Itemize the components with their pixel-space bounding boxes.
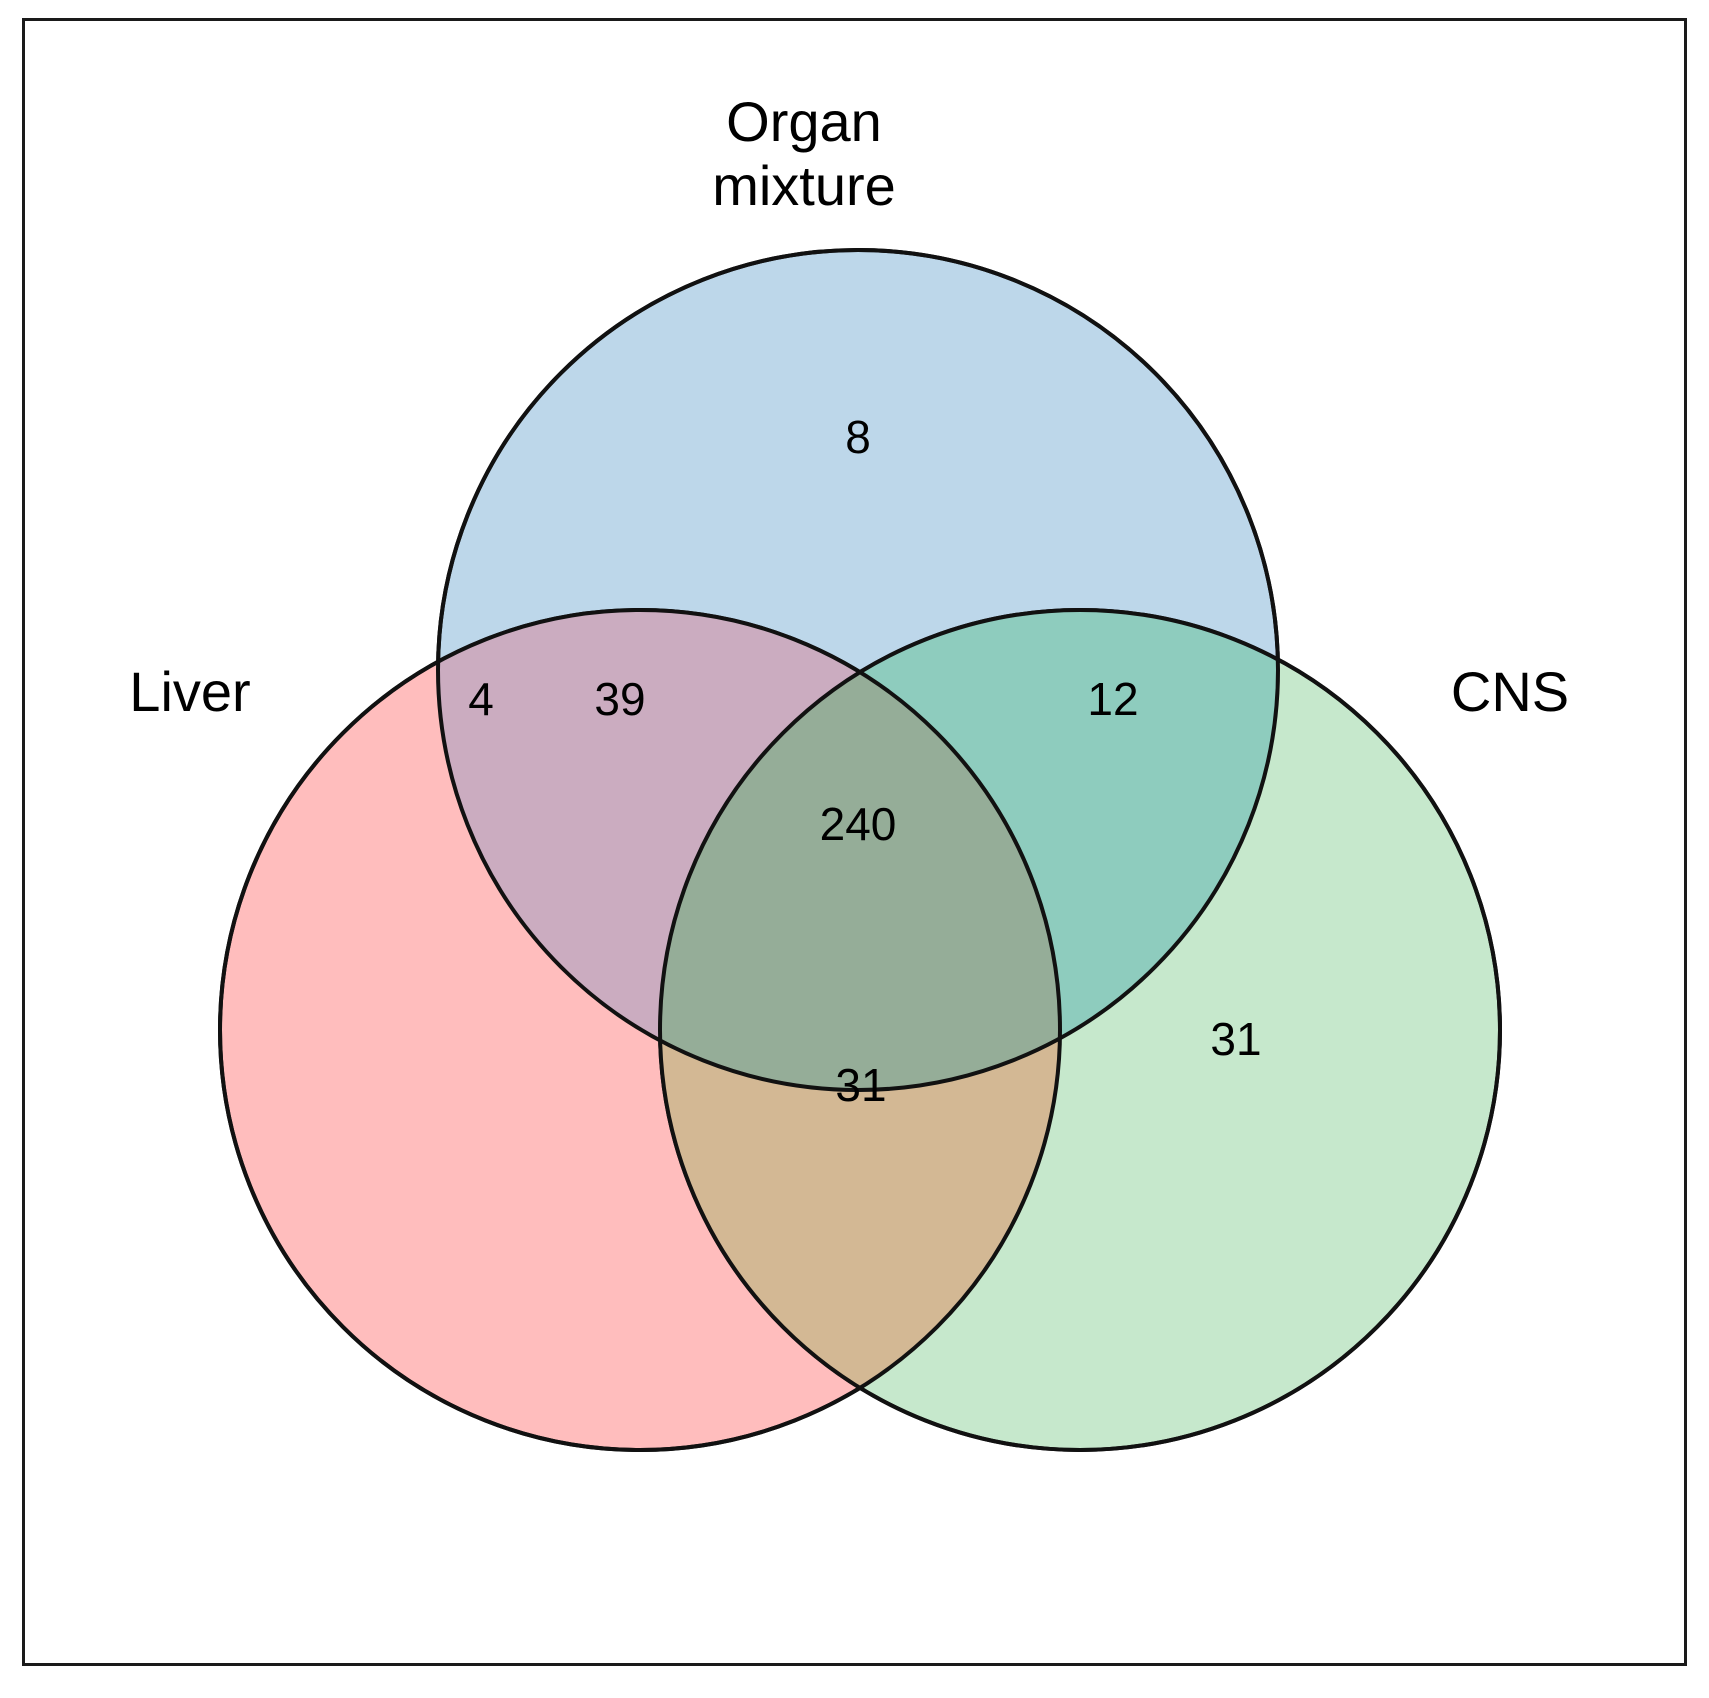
set-label-cns: CNS [1450, 660, 1570, 723]
set-label-organ-mixture: Organ mixture [712, 90, 896, 217]
region-count-cns-only: 31 [1210, 1013, 1262, 1065]
region-count-all-three: 240 [819, 798, 897, 850]
region-count-organ-mixture-cns: 12 [1087, 673, 1139, 725]
region-count-organ-mixture-only: 8 [845, 411, 871, 463]
region-count-liver-cns: 31 [835, 1059, 887, 1111]
region-count-organ-mixture-liver: 39 [594, 673, 646, 725]
set-label-liver: Liver [129, 660, 251, 723]
region-count-liver-only: 4 [468, 673, 494, 725]
